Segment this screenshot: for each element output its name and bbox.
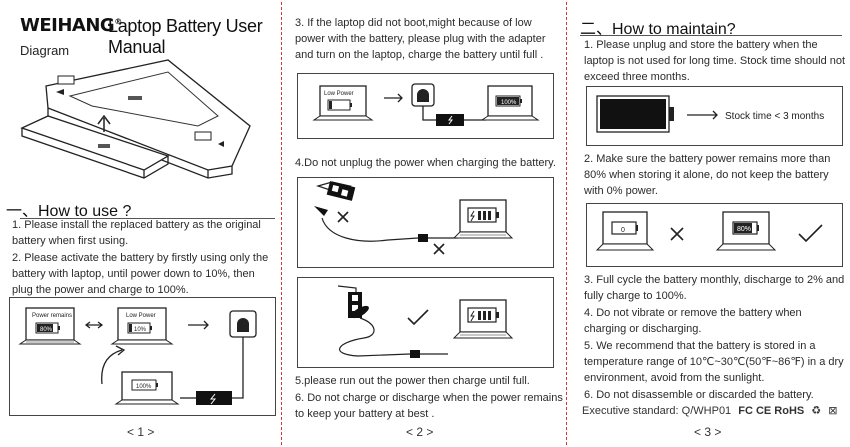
- figure-storage-power: 0 80%: [586, 203, 843, 267]
- low-power-label: Low Power: [126, 313, 156, 319]
- step-4: 4.Do not unplug the power when charging …: [295, 157, 556, 169]
- divider-2: [566, 2, 567, 445]
- step-3: 3. If the laptop did not boot,might beca…: [295, 17, 546, 61]
- step-5: 5.please run out the power then charge u…: [295, 375, 530, 387]
- heading-underline: [20, 218, 275, 219]
- maintain-3: 3. Full cycle the battery monthly, disch…: [584, 274, 845, 302]
- maintain-4: 4. Do not vibrate or remove the battery …: [584, 307, 802, 335]
- charging-value: 100%: [136, 384, 152, 390]
- divider-1: [281, 2, 282, 445]
- power-remains-label: Power remains: [32, 313, 72, 319]
- battery-install-diagram: [20, 59, 251, 179]
- executive-standard: Executive standard: Q/WHP01 FC CE RoHS ♻…: [582, 404, 837, 417]
- maintain-6: 6. Do not disassemble or discarded the b…: [584, 389, 814, 401]
- diagram-label: Diagram: [20, 43, 70, 58]
- step-2: 2. Please activate the battery by firstl…: [12, 252, 269, 296]
- page-2: 3. If the laptop did not boot,might beca…: [283, 0, 566, 447]
- section-heading-how-to-use: 一、How to use ?: [6, 203, 132, 220]
- heading-underline-3: [580, 35, 842, 36]
- maintain-1: 1. Please unplug and store the battery w…: [584, 39, 846, 83]
- power-remains-value: 80%: [40, 327, 53, 333]
- figure-plug-adapter: Low Power 100%: [297, 73, 554, 139]
- figure-do-not-unplug: [297, 177, 554, 268]
- fig3-full-value: 100%: [501, 100, 517, 106]
- fig-eighty-value: 80%: [737, 226, 751, 233]
- brand-logo: WEIHANG®: [20, 15, 122, 36]
- page-3: 二、How to maintain? 1. Please unplug and …: [568, 0, 850, 447]
- step-6: 6. Do not charge or discharge when the p…: [295, 392, 563, 420]
- page-number-2: < 2 >: [406, 425, 434, 439]
- stock-time-label: Stock time < 3 months: [725, 111, 824, 122]
- certification-marks: FC CE RoHS: [738, 405, 805, 417]
- section-heading-how-to-maintain: 二、How to maintain?: [580, 21, 736, 38]
- figure-stock-time: Stock time < 3 months: [586, 86, 843, 146]
- manual-title: Laptop Battery User Manual: [108, 16, 263, 57]
- page-number-3: < 3 >: [694, 425, 722, 439]
- maintain-5: 5. We recommend that the battery is stor…: [584, 340, 844, 384]
- step-1: 1. Please install the replaced battery a…: [12, 219, 261, 247]
- weee-bin-icon: ⊠: [828, 405, 838, 417]
- maintain-2: 2. Make sure the battery power remains m…: [584, 153, 831, 197]
- figure-activate-battery: Power remains 80% Low Power 10%: [9, 297, 276, 416]
- page-1: WEIHANG® Laptop Battery User Manual Diag…: [0, 0, 280, 447]
- low-power-value: 10%: [134, 327, 147, 333]
- fig3-low-power-label: Low Power: [324, 91, 354, 97]
- fig-zero-value: 0: [621, 227, 625, 234]
- page-number-1: < 1 >: [127, 425, 155, 439]
- figure-run-out-power: [297, 277, 554, 368]
- recycle-icon: ♻: [811, 405, 822, 417]
- executive-standard-label: Executive standard: Q/WHP01: [582, 405, 732, 417]
